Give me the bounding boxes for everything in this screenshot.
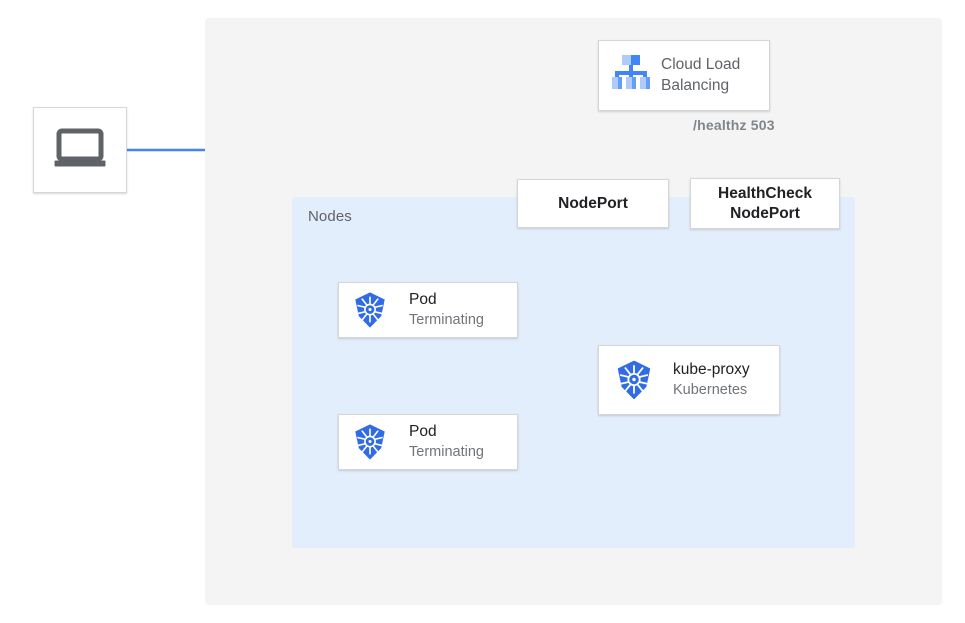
- pod-node-1[interactable]: Pod Terminating: [338, 282, 518, 338]
- pod-title: Pod: [409, 423, 437, 441]
- pod-status: Terminating: [409, 443, 484, 460]
- client-node[interactable]: [33, 107, 127, 193]
- cloud-load-balancing-icon: [609, 53, 653, 98]
- kube-proxy-title: kube-proxy: [673, 361, 750, 379]
- pod-node-2[interactable]: Pod Terminating: [338, 414, 518, 470]
- kube-proxy-subtitle: Kubernetes: [673, 381, 748, 398]
- nodes-region-label: Nodes: [308, 208, 352, 225]
- nodeport-label: NodePort: [558, 194, 628, 212]
- cloud-load-balancing-node[interactable]: Cloud Load Balancing: [598, 40, 770, 111]
- healthz-annotation: /healthz 503: [693, 117, 775, 133]
- pod-status: Terminating: [409, 311, 484, 328]
- healthcheck-nodeport-label-line2: NodePort: [730, 204, 800, 222]
- kubernetes-icon: [351, 423, 389, 461]
- cloud-load-balancing-title-line2: Balancing: [661, 76, 730, 94]
- healthcheck-nodeport-label-line1: HealthCheck: [718, 184, 812, 202]
- kubernetes-icon: [351, 291, 389, 329]
- laptop-icon: [53, 127, 107, 174]
- healthcheck-nodeport-node[interactable]: HealthCheck NodePort: [690, 178, 840, 229]
- pod-title: Pod: [409, 291, 437, 309]
- nodeport-node[interactable]: NodePort: [517, 179, 669, 228]
- kube-proxy-node[interactable]: kube-proxy Kubernetes: [598, 345, 780, 415]
- kubernetes-icon: [613, 359, 655, 401]
- cloud-load-balancing-title-line1: Cloud Load: [661, 56, 741, 74]
